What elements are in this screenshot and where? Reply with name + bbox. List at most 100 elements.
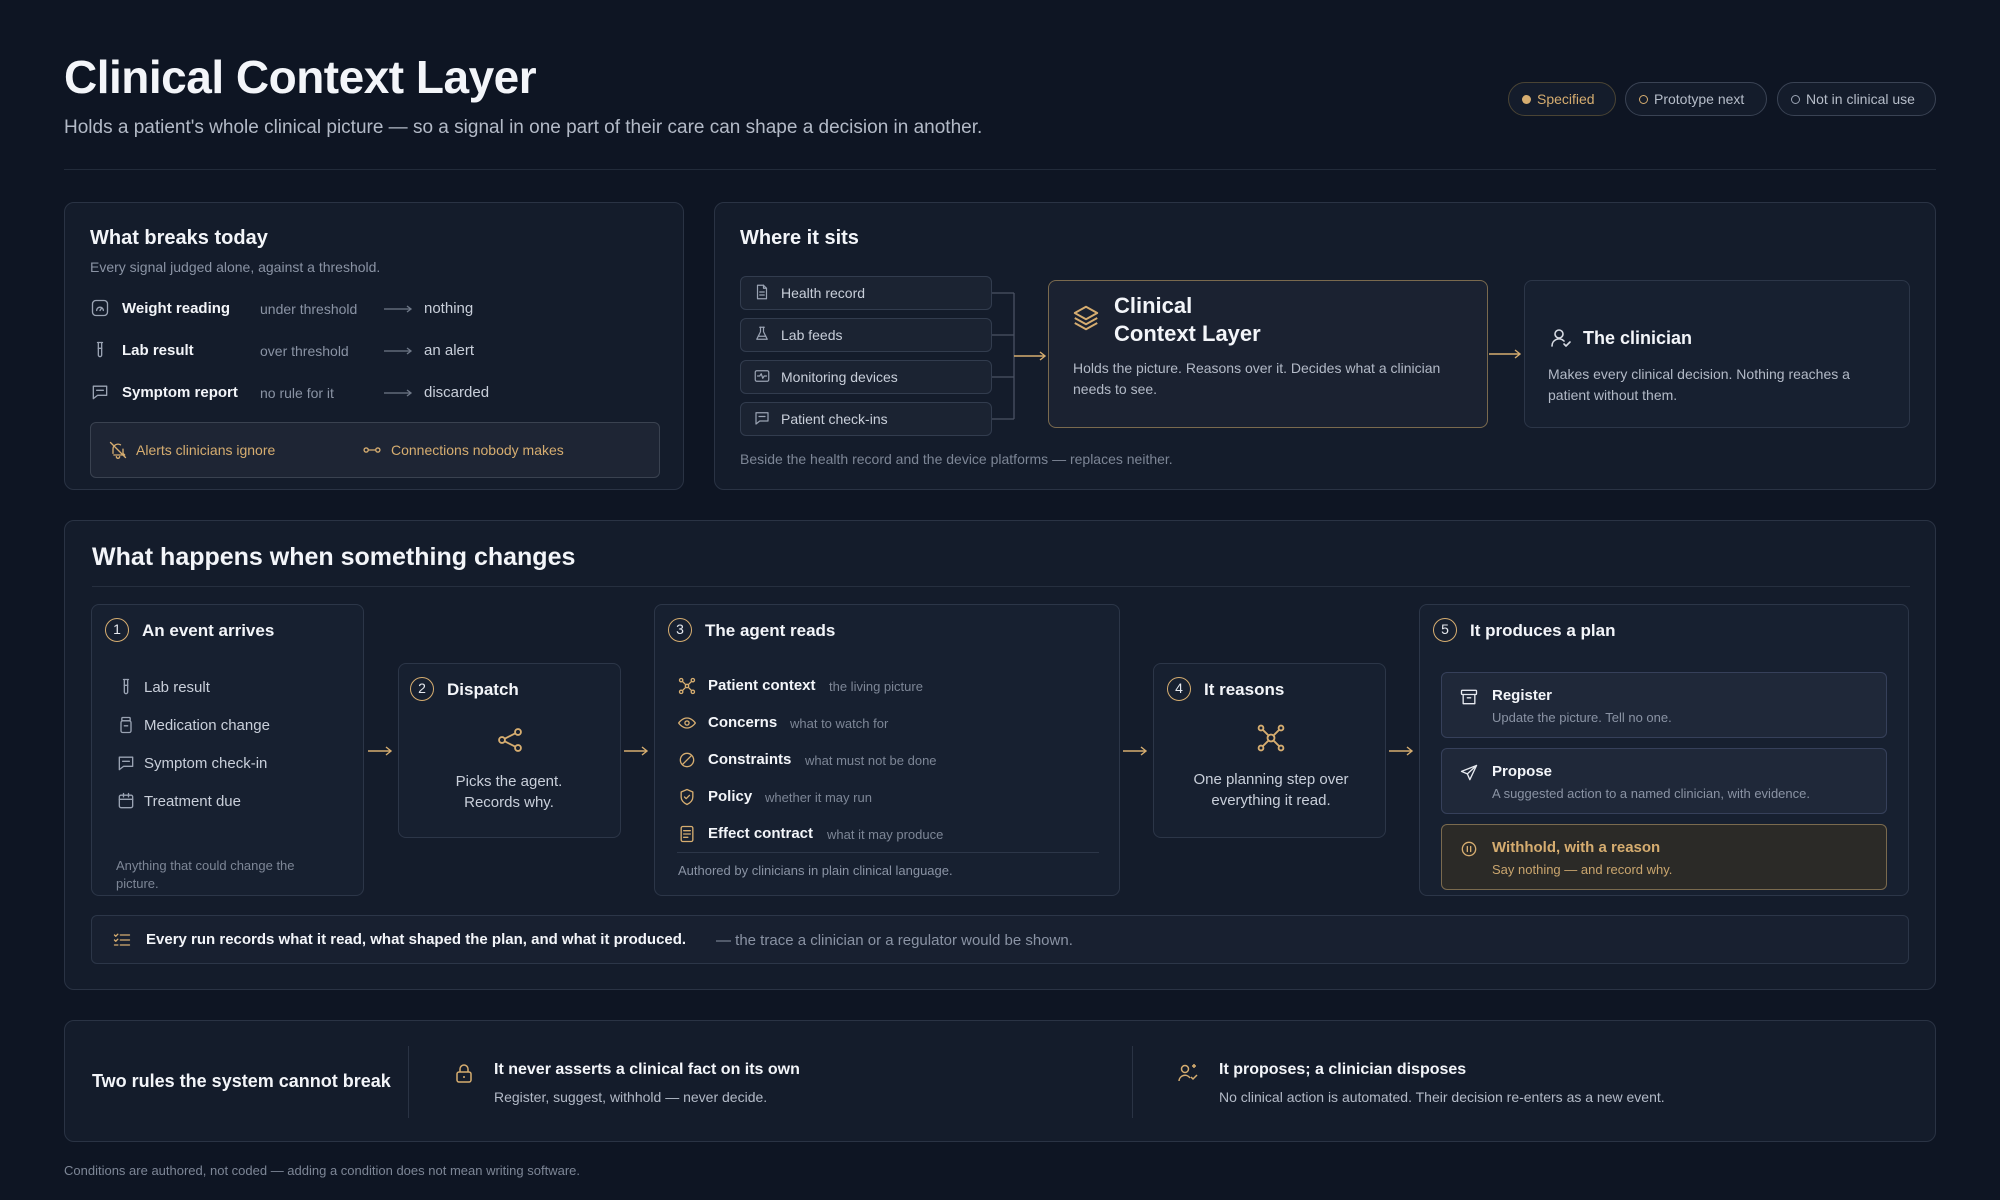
- source-label: Patient check-ins: [781, 411, 888, 427]
- source-health-record: Health record: [740, 276, 992, 310]
- pill-bottle-icon: [116, 715, 136, 735]
- step-event-arrives: 1 An event arrives Lab result Medication…: [91, 604, 364, 896]
- calendar-icon: [116, 791, 136, 811]
- trace-bold: Every run records what it read, what sha…: [146, 931, 687, 948]
- shield-icon: [677, 787, 697, 807]
- plan-option-desc: A suggested action to a named clinician,…: [1492, 786, 1810, 801]
- breaks-subtitle: Every signal judged alone, against a thr…: [90, 259, 381, 275]
- rule-desc: Register, suggest, withhold — never deci…: [494, 1089, 768, 1105]
- plan-option-desc: Update the picture. Tell no one.: [1492, 710, 1672, 725]
- plan-option-propose: Propose A suggested action to a named cl…: [1441, 748, 1887, 814]
- branch-icon: [494, 724, 526, 756]
- source-monitoring-devices: Monitoring devices: [740, 360, 992, 394]
- read-item-hint: what must not be done: [805, 753, 937, 768]
- step-title: It reasons: [1204, 680, 1285, 699]
- rule-title: It proposes; a clinician disposes: [1219, 1061, 1467, 1078]
- header-divider: [64, 169, 1936, 170]
- step-number: 5: [1433, 618, 1457, 642]
- step-number: 1: [105, 618, 129, 642]
- page-subtitle: Holds a patient's whole clinical picture…: [64, 117, 983, 138]
- flask-icon: [753, 325, 773, 345]
- flow-arrow: [1123, 745, 1149, 757]
- footer-note: Conditions are authored, not coded — add…: [64, 1163, 580, 1178]
- user-check-icon: [1549, 326, 1573, 350]
- plan-option-withhold: Withhold, with a reason Say nothing — an…: [1441, 824, 1887, 890]
- read-item-label: Effect contract: [708, 825, 814, 842]
- message-icon: [753, 409, 773, 429]
- status-pill-label: Specified: [1537, 91, 1595, 107]
- step-number: 4: [1167, 677, 1191, 701]
- layer-desc: Holds the picture. Reasons over it. Deci…: [1073, 360, 1441, 397]
- rules-title: Two rules the system cannot break: [92, 1071, 391, 1091]
- read-item-hint: what it may produce: [827, 827, 944, 842]
- read-item-hint: what to watch for: [790, 716, 889, 731]
- clinician-title: The clinician: [1583, 328, 1693, 348]
- breaks-row: Lab result over threshold an alert: [90, 339, 670, 363]
- message-icon: [116, 753, 136, 773]
- plan-option-title: Propose: [1492, 763, 1553, 780]
- step-note: Authored by clinicians in plain clinical…: [678, 863, 953, 878]
- step-it-reasons: 4 It reasons One planning step over ever…: [1153, 663, 1386, 838]
- status-dot-ring-icon: [1791, 95, 1800, 104]
- trace-bar: Every run records what it read, what sha…: [91, 915, 1909, 964]
- hub-icon: [1255, 722, 1287, 754]
- status-pill-prototype: Prototype next: [1625, 82, 1767, 116]
- breaks-row-label: Lab result: [122, 342, 194, 359]
- network-icon: [677, 676, 697, 696]
- test-tube-icon: [116, 677, 136, 697]
- breaks-row-outcome: discarded: [424, 384, 490, 401]
- layer-title-line1: Clinical: [1114, 293, 1193, 318]
- step-number: 3: [668, 618, 692, 642]
- layer-to-clinician-arrow: [1489, 348, 1523, 360]
- breaks-row-outcome: an alert: [424, 342, 475, 359]
- problem-alerts: Alerts clinicians ignore: [136, 442, 276, 458]
- status-pill-specified: Specified: [1508, 82, 1616, 116]
- rules-divider: [1132, 1046, 1133, 1118]
- event-label: Treatment due: [144, 793, 241, 810]
- step-title: Dispatch: [447, 680, 519, 699]
- source-label: Health record: [781, 285, 866, 301]
- sources-connector: [992, 292, 1048, 422]
- rule-desc: No clinical action is automated. Their d…: [1219, 1089, 1665, 1105]
- status-dot-filled-icon: [1522, 95, 1531, 104]
- scale-icon: [90, 298, 110, 318]
- clinician-box: The clinician Makes every clinical decis…: [1524, 280, 1910, 428]
- step-title: It produces a plan: [1470, 621, 1616, 640]
- step-desc: One planning step over everything it rea…: [1193, 771, 1349, 809]
- eye-icon: [677, 713, 697, 733]
- source-label: Lab feeds: [781, 327, 843, 343]
- flow-arrow: [624, 745, 650, 757]
- breaks-problems-box: Alerts clinicians ignore Connections nob…: [90, 422, 660, 478]
- arrow-icon: [383, 388, 413, 398]
- flow-title: What happens when something changes: [92, 543, 576, 571]
- read-item-label: Constraints: [708, 751, 792, 768]
- plan-option-title: Withhold, with a reason: [1492, 839, 1661, 856]
- step-agent-reads: 3 The agent reads Patient context the li…: [654, 604, 1120, 896]
- breaks-card: What breaks today Every signal judged al…: [64, 202, 684, 490]
- read-item-label: Concerns: [708, 714, 778, 731]
- pause-icon: [1459, 839, 1479, 859]
- read-item-hint: the living picture: [829, 679, 923, 694]
- plan-option-register: Register Update the picture. Tell no one…: [1441, 672, 1887, 738]
- plan-option-desc: Say nothing — and record why.: [1492, 862, 1673, 877]
- layers-icon: [1071, 303, 1101, 333]
- status-pill-label: Prototype next: [1654, 91, 1745, 107]
- read-item-label: Patient context: [708, 677, 816, 694]
- problem-connections: Connections nobody makes: [391, 442, 564, 458]
- breaks-row: Symptom report no rule for it discarded: [90, 381, 670, 405]
- event-label: Lab result: [144, 679, 210, 696]
- source-lab-feeds: Lab feeds: [740, 318, 992, 352]
- event-label: Symptom check-in: [144, 755, 268, 772]
- step-title: The agent reads: [705, 621, 836, 640]
- document-icon: [753, 283, 773, 303]
- layer-title-line2: Context Layer: [1114, 321, 1261, 346]
- test-tube-icon: [90, 340, 110, 360]
- where-caption: Beside the health record and the device …: [740, 451, 1173, 467]
- flow-arrow: [368, 745, 394, 757]
- plan-option-title: Register: [1492, 687, 1553, 704]
- breaks-row: Weight reading under threshold nothing: [90, 297, 670, 321]
- breaks-row-condition: no rule for it: [260, 385, 334, 401]
- breaks-row-label: Symptom report: [122, 384, 238, 401]
- rules-card: Two rules the system cannot break It nev…: [64, 1020, 1936, 1142]
- link-icon: [362, 440, 382, 460]
